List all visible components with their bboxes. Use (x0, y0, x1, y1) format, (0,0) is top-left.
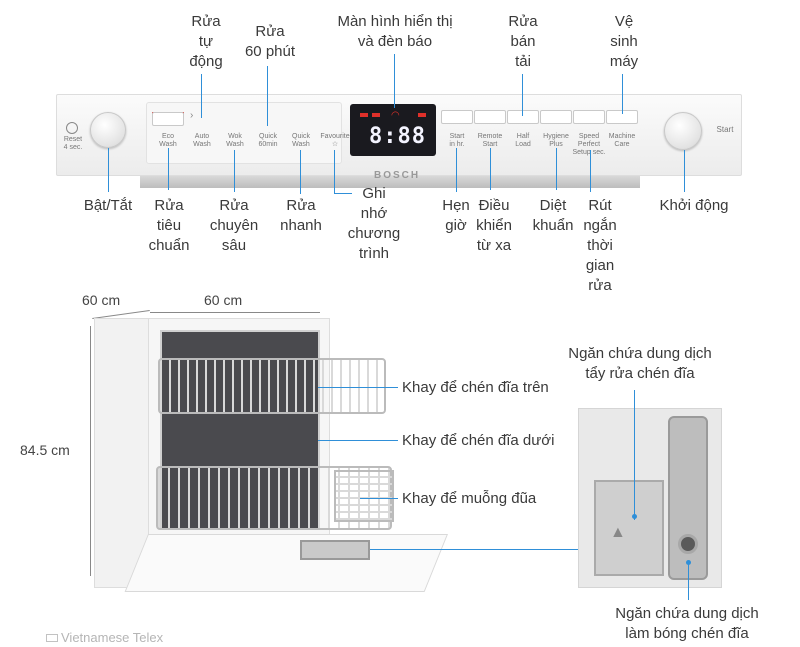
label-half-load: Rửa bán tải (508, 13, 538, 70)
label-hygiene: Diệt khuẩn (532, 197, 574, 234)
reset-text: Reset 4 sec. (63, 136, 83, 151)
label-wok: Rửa chuyên sâu (209, 197, 259, 254)
dim-depth: 60 cm (82, 292, 121, 308)
leader-hygiene (556, 148, 557, 190)
leader-upper-rack (318, 387, 398, 388)
start-in-button[interactable] (441, 110, 473, 124)
button-text-eco: Eco Wash (159, 133, 177, 148)
leader-quick (300, 150, 301, 194)
button-text-speed: Speed Perfect Setup sec. (572, 133, 606, 156)
button-text-favourite: Favourite ☆ (320, 133, 350, 148)
power-icon (66, 122, 78, 134)
label-cutlery: Khay để muỗng đũa (402, 490, 537, 507)
leader-dispenser (370, 549, 580, 550)
leader-timer (456, 148, 457, 192)
leader-rinse-dot (686, 560, 691, 565)
display-digits: 8:88 (369, 124, 426, 149)
button-text-machine: Machine Care (608, 133, 636, 148)
detergent-icon: ▲ (610, 524, 626, 541)
label-machine-care: Vệ sinh máy (609, 13, 639, 70)
display-indicator-3 (418, 113, 426, 117)
leader-display (394, 54, 395, 108)
dispenser-slot (300, 540, 370, 560)
panel-edge (140, 176, 640, 188)
label-eco: Rửa tiêu chuẩn (148, 197, 190, 254)
eco-wash-button[interactable] (152, 112, 184, 126)
leader-wok (234, 150, 235, 192)
leader-quick60 (267, 66, 268, 126)
label-upper-rack: Khay để chén đĩa trên (402, 379, 549, 396)
button-text-auto: Auto Wash (193, 133, 211, 148)
start-knob[interactable] (664, 112, 702, 150)
dim-width: 60 cm (204, 292, 243, 308)
digital-display (350, 104, 436, 156)
dim-height-line (90, 326, 91, 576)
leader-detergent-dot (632, 514, 637, 519)
button-text-wok: Wok Wash (226, 133, 244, 148)
leader-speed (590, 150, 591, 192)
label-quick-60: Rửa 60 phút (244, 23, 296, 60)
display-indicator-2 (372, 113, 380, 117)
leader-lower-rack (318, 440, 398, 441)
label-remote: Điều khiển từ xa (476, 197, 512, 254)
leader-machine (622, 74, 623, 114)
remote-start-button[interactable] (474, 110, 506, 124)
speed-perfect-button[interactable] (573, 110, 605, 124)
label-lower-rack: Khay để chén đĩa dưới (402, 432, 555, 449)
leader-remote (490, 148, 491, 190)
button-text-start-in: Start in hr. (449, 133, 465, 148)
chevron-right-icon: › (190, 110, 194, 121)
leader-power (108, 148, 109, 192)
label-timer: Hẹn giờ (442, 197, 470, 234)
leader-fav (334, 150, 335, 194)
button-text-quick60: Quick 60min (258, 133, 278, 148)
label-quick: Rửa nhanh (280, 197, 322, 234)
leader-half (522, 74, 523, 116)
label-start: Khởi động (659, 197, 729, 214)
label-auto-wash: Rửa tự động (189, 13, 223, 70)
display-indicator-1 (360, 113, 368, 117)
leader-fav-h (334, 193, 352, 194)
brand-logo: BOSCH (374, 170, 421, 181)
hygiene-plus-button[interactable] (540, 110, 572, 124)
dishwasher-door (124, 534, 449, 592)
keyboard-icon (46, 634, 58, 642)
rinse-lid (668, 416, 708, 580)
label-detergent: Ngăn chứa dung dịch tẩy rửa chén đĩa (568, 345, 712, 382)
leader-auto (201, 74, 202, 118)
wifi-icon: ◠ (391, 110, 400, 121)
leader-start (684, 150, 685, 192)
button-text-remote: Remote Start (477, 133, 503, 148)
dim-width-line (150, 312, 320, 313)
half-load-button[interactable] (507, 110, 539, 124)
label-favourite: Ghi nhớ chương trình (347, 185, 401, 262)
leader-eco (168, 148, 169, 190)
ime-indicator: Vietnamese Telex (46, 630, 163, 645)
button-text-hygiene: Hygiene Plus (543, 133, 569, 148)
label-power: Bật/Tắt (83, 197, 133, 214)
leader-detergent (634, 390, 635, 520)
leader-cutlery (360, 498, 398, 499)
button-text-half: Half Load (515, 133, 531, 148)
start-text: Start (716, 125, 734, 134)
dim-height: 84.5 cm (20, 442, 70, 458)
rinse-cap (678, 534, 698, 554)
label-rinse: Ngăn chứa dung dịch làm bóng chén đĩa (615, 605, 759, 642)
label-display: Màn hình hiển thị và đèn báo (337, 13, 453, 50)
detergent-compartment (594, 480, 664, 576)
label-speed: Rút ngắn thời gian rửa (583, 197, 617, 294)
cutlery-basket (334, 470, 394, 522)
power-knob[interactable] (90, 112, 126, 148)
leader-rinse (688, 562, 689, 600)
upper-rack (158, 358, 386, 414)
ime-text: Vietnamese Telex (61, 630, 164, 645)
button-text-quick: Quick Wash (292, 133, 310, 148)
